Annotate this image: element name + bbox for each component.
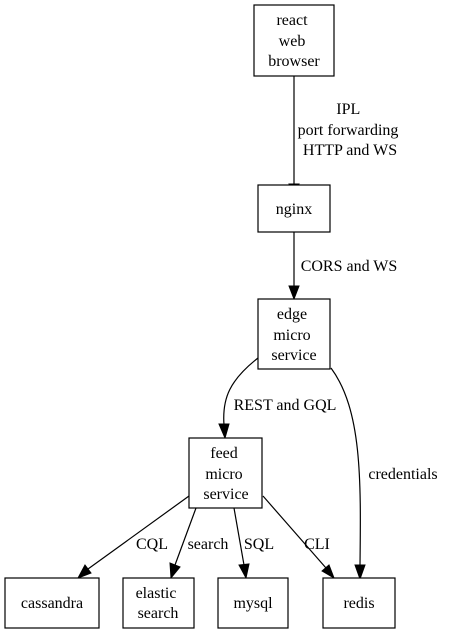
node-label-line: react xyxy=(276,12,308,29)
node-box xyxy=(217,577,289,629)
node-label-line: elastic xyxy=(136,585,177,602)
edge-edge-to-redis: credentials xyxy=(330,367,438,581)
node-label: redis xyxy=(343,595,374,612)
edge-line xyxy=(233,507,245,566)
edge-edge-to-feed: REST and GQL xyxy=(218,357,337,440)
edge-line xyxy=(87,495,190,570)
edge-feed-to-cassandra: CQL xyxy=(76,495,190,579)
edge-nginx-to-edge: CORS and WS xyxy=(288,232,398,301)
node-label-line: browser xyxy=(268,53,320,70)
node-label: nginx xyxy=(276,201,312,218)
node-label-line: web xyxy=(279,33,306,50)
node-box xyxy=(4,577,100,629)
node-label: elastic search xyxy=(136,585,181,622)
edge-label-line: CORS and WS xyxy=(301,258,398,275)
edge-line xyxy=(174,507,197,566)
node-cassandra: cassandra xyxy=(4,577,100,629)
node-box xyxy=(322,577,396,629)
node-react-web-browser: react web browser xyxy=(253,4,335,77)
node-label-line: search xyxy=(138,605,179,622)
edge-label-line: REST and GQL xyxy=(234,397,337,414)
edge-label: CQL xyxy=(136,536,168,553)
edge-label-line: CLI xyxy=(304,536,330,553)
node-label-line: edge xyxy=(277,306,307,323)
arrowhead xyxy=(218,423,230,440)
node-label-line: feed xyxy=(210,445,238,462)
edge-label: credentials xyxy=(368,466,437,483)
node-mysql: mysql xyxy=(217,577,289,629)
node-label-line: micro xyxy=(273,327,310,344)
node-label-line: service xyxy=(203,486,248,503)
node-box xyxy=(253,4,335,77)
arrowhead xyxy=(76,564,92,579)
arrowhead xyxy=(169,562,181,580)
node-box xyxy=(122,577,195,629)
node-label: mysql xyxy=(233,595,273,612)
edge-label: REST and GQL xyxy=(234,397,337,414)
node-label-line: mysql xyxy=(233,595,273,612)
arrowhead xyxy=(238,563,250,580)
node-label: feed micro service xyxy=(203,445,248,503)
edge-line xyxy=(330,367,361,566)
node-label-line: micro xyxy=(205,466,242,483)
node-label-line: cassandra xyxy=(21,595,83,612)
edge-label: CLI xyxy=(304,536,330,553)
edge-feed-to-mysql: SQL xyxy=(233,507,274,580)
arrowhead xyxy=(288,285,300,301)
edge-browser-to-nginx: IPL port forwarding HTTP and WS xyxy=(288,76,403,200)
node-elastic-search: elastic search xyxy=(122,577,195,629)
node-box xyxy=(257,298,331,370)
edge-label-line: HTTP and WS xyxy=(303,142,397,159)
node-label: cassandra xyxy=(21,595,83,612)
node-nginx: nginx xyxy=(257,184,331,233)
edge-label-line: port forwarding xyxy=(298,122,399,139)
edge-label-line: SQL xyxy=(244,536,274,553)
node-box xyxy=(257,184,331,233)
edge-label-line: credentials xyxy=(368,466,437,483)
edge-label-line: IPL xyxy=(336,101,359,118)
node-label-line: redis xyxy=(343,595,374,612)
node-label-line: nginx xyxy=(276,201,312,218)
edge-label: search xyxy=(188,536,229,553)
edge-line xyxy=(262,495,327,569)
node-label: edge micro service xyxy=(271,306,316,364)
edge-line xyxy=(223,357,259,426)
node-label: react web browser xyxy=(268,12,320,70)
node-feed-micro-service: feed micro service xyxy=(188,437,263,509)
edge-label-line: search xyxy=(188,536,229,553)
arrowhead xyxy=(321,564,335,580)
node-edge-micro-service: edge micro service xyxy=(257,298,331,370)
arrowhead xyxy=(354,564,366,581)
node-label-line: service xyxy=(271,347,316,364)
node-redis: redis xyxy=(322,577,396,629)
node-box xyxy=(188,437,263,509)
edge-label: CORS and WS xyxy=(301,258,398,275)
edge-label-line: CQL xyxy=(136,536,168,553)
edge-label: SQL xyxy=(244,536,274,553)
edge-feed-to-redis: CLI xyxy=(262,495,335,580)
edge-label: IPL port forwarding HTTP and WS xyxy=(298,101,403,159)
edge-feed-to-elastic: search xyxy=(169,507,229,580)
